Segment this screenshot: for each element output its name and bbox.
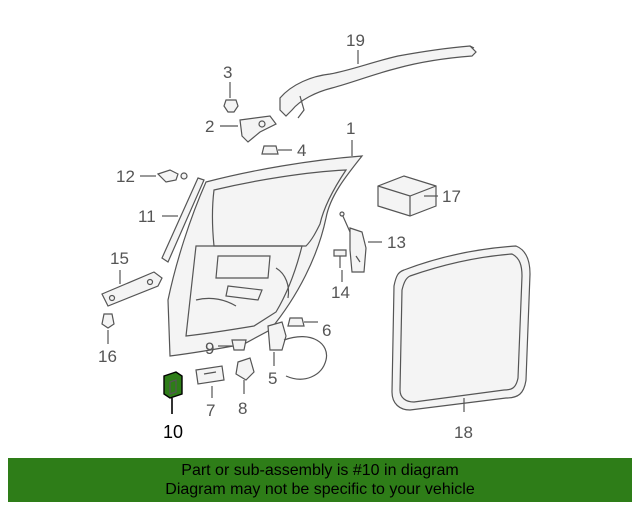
callout-11: 11	[138, 207, 156, 226]
part-8-bracket	[235, 357, 255, 381]
callout-14: 14	[331, 283, 350, 302]
callout-2: 2	[205, 117, 214, 136]
part-1-liftgate	[167, 155, 364, 357]
part-19-rail	[279, 45, 477, 119]
callout-8: 8	[238, 399, 247, 418]
banner-line-2: Diagram may not be specific to your vehi…	[165, 481, 475, 498]
info-banner: Part or sub-assembly is #10 in diagram D…	[8, 458, 632, 502]
callout-16: 16	[98, 347, 117, 366]
part-10-body	[163, 371, 183, 399]
callout-5: 5	[268, 369, 277, 388]
callout-9: 9	[205, 339, 214, 358]
part-12-stud	[156, 169, 188, 183]
part-16-clip	[101, 313, 115, 329]
callout-4: 4	[297, 141, 306, 160]
callout-15: 15	[110, 249, 129, 268]
part-13-latch	[339, 211, 367, 273]
callout-10: 10	[163, 422, 183, 442]
part-9-plug	[231, 339, 247, 351]
callout-13: 13	[387, 233, 406, 252]
part-6-grommet	[287, 317, 305, 327]
callout-6: 6	[322, 321, 331, 340]
part-10-highlighted	[163, 371, 183, 399]
callout-7: 7	[206, 401, 215, 420]
callout-18: 18	[454, 423, 473, 442]
callout-3: 3	[223, 63, 232, 82]
part-5-latch	[267, 321, 328, 380]
part-7-plate	[195, 365, 225, 385]
part-4-nut	[261, 145, 279, 155]
callout-19: 19	[346, 31, 365, 50]
callout-1: 1	[346, 119, 355, 138]
part-17-module	[377, 175, 437, 217]
callout-17: 17	[442, 187, 461, 206]
banner-line-1: Part or sub-assembly is #10 in diagram	[181, 462, 459, 479]
part-14-pin	[333, 249, 347, 268]
part-3-bolt	[223, 99, 239, 113]
part-2-hinge	[239, 115, 277, 143]
callout-12: 12	[116, 167, 135, 186]
part-11-strut	[161, 177, 205, 263]
part-18-seal	[391, 245, 531, 411]
part-15-bracket	[101, 271, 163, 307]
